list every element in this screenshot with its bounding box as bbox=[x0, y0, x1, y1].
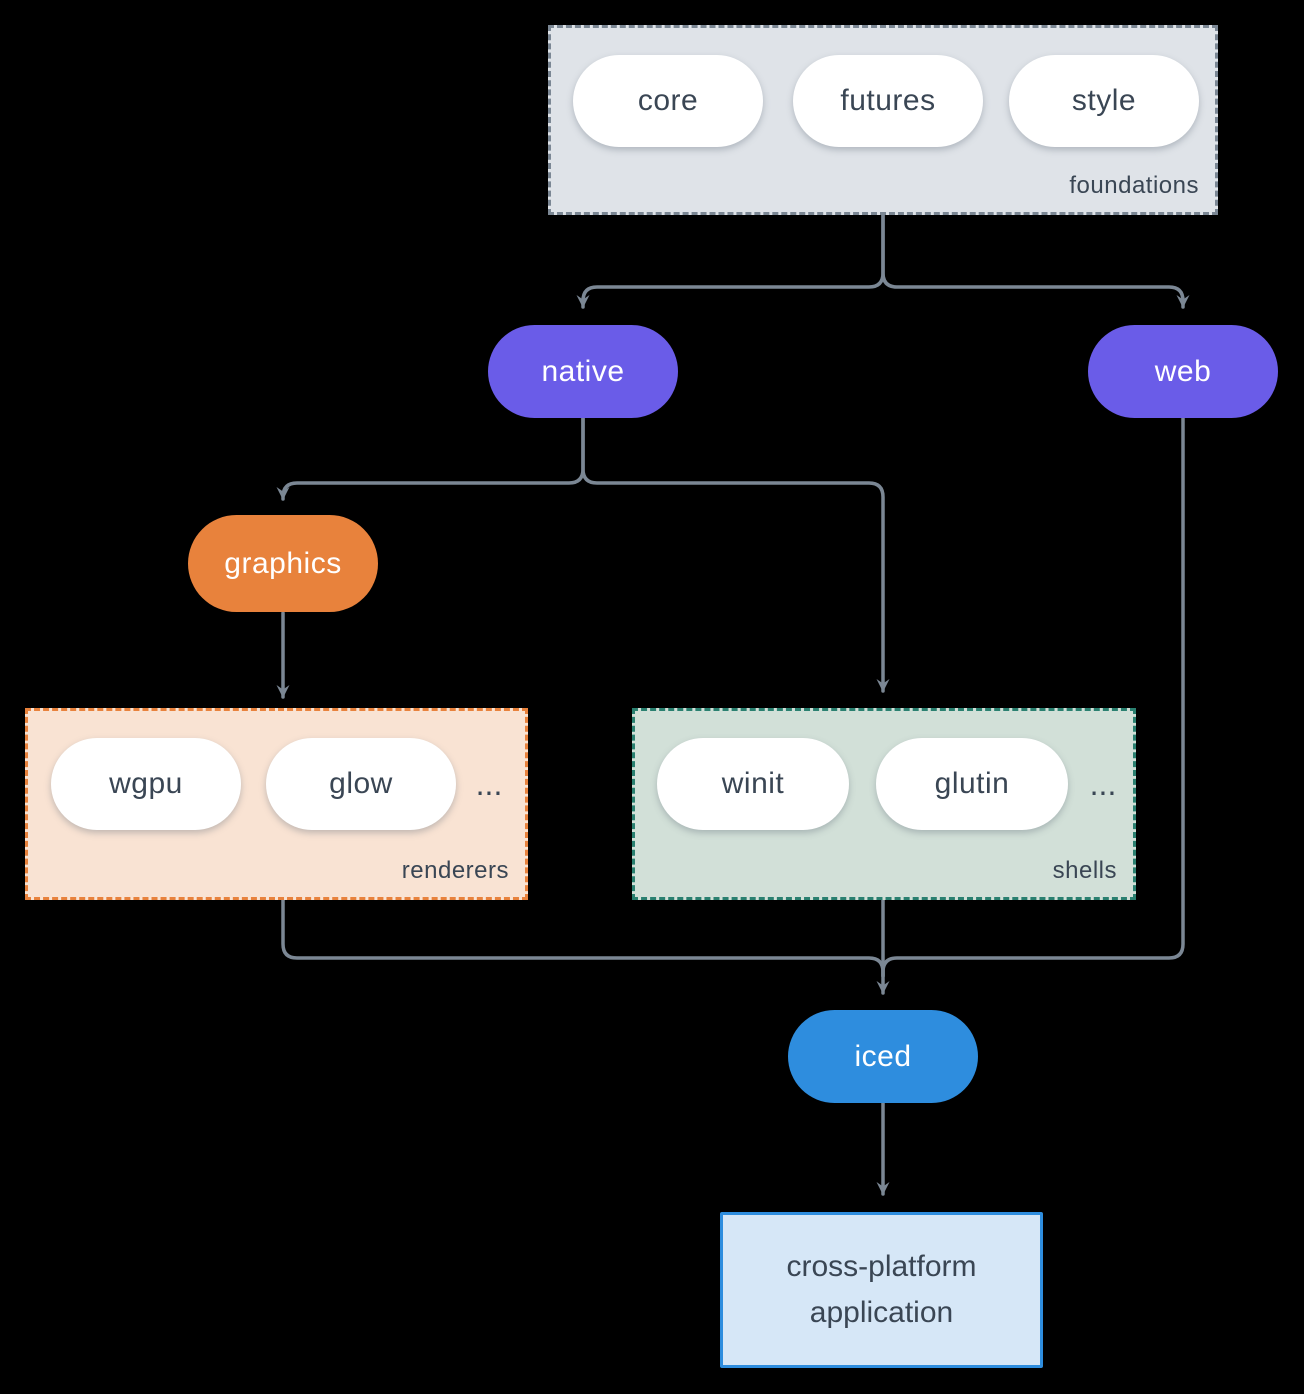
node-winit: winit bbox=[657, 738, 849, 830]
node-iced-label: iced bbox=[854, 1039, 912, 1073]
renderers-ellipsis: ... bbox=[475, 765, 503, 802]
node-web-label: web bbox=[1154, 354, 1212, 388]
edge-renderers-to-merge bbox=[281, 898, 885, 978]
edge-foundations-to-native bbox=[576, 213, 885, 309]
node-native: native bbox=[488, 325, 678, 418]
shells-group-label: shells bbox=[1052, 857, 1117, 884]
edge-foundations-to-web bbox=[881, 213, 1190, 309]
shells-group-box: winit glutin ... shells bbox=[632, 708, 1136, 900]
node-web: web bbox=[1088, 325, 1278, 418]
node-graphics-label: graphics bbox=[224, 546, 342, 580]
edge-native-to-shells bbox=[581, 416, 890, 693]
node-wgpu-label: wgpu bbox=[109, 767, 183, 800]
node-glutin: glutin bbox=[876, 738, 1068, 830]
foundations-group-label: foundations bbox=[1069, 172, 1199, 199]
renderers-group-label: renderers bbox=[401, 857, 509, 884]
node-winit-label: winit bbox=[721, 767, 785, 800]
foundations-group-box: core futures style foundations bbox=[548, 25, 1218, 215]
node-native-label: native bbox=[541, 354, 625, 388]
node-futures: futures bbox=[793, 55, 983, 147]
node-glutin-label: glutin bbox=[934, 767, 1010, 800]
node-glow-label: glow bbox=[329, 767, 393, 800]
node-style-label: style bbox=[1071, 84, 1137, 117]
edge-native-to-graphics bbox=[276, 416, 585, 501]
node-futures-label: futures bbox=[840, 84, 936, 117]
node-wgpu: wgpu bbox=[51, 738, 241, 830]
node-core-label: core bbox=[637, 84, 699, 117]
node-cross-platform-application: cross-platform application bbox=[720, 1212, 1043, 1368]
shells-ellipsis: ... bbox=[1089, 765, 1117, 802]
node-iced: iced bbox=[788, 1010, 978, 1103]
node-style: style bbox=[1009, 55, 1199, 147]
renderers-group-box: wgpu glow ... renderers bbox=[25, 708, 528, 900]
node-glow: glow bbox=[266, 738, 456, 830]
node-core: core bbox=[573, 55, 763, 147]
node-graphics: graphics bbox=[188, 515, 378, 612]
node-application-label: cross-platform application bbox=[786, 1249, 977, 1330]
